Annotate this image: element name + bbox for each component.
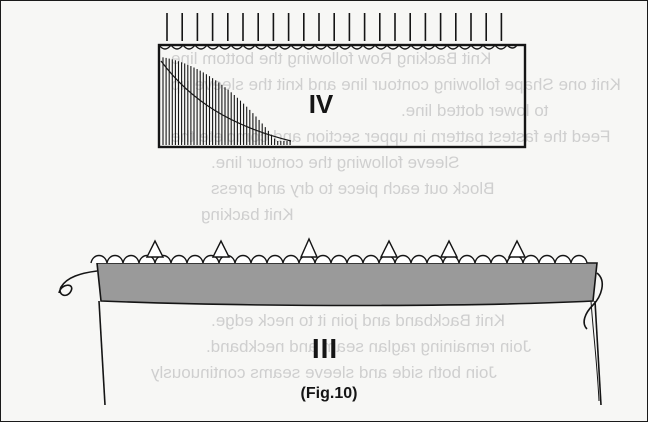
shaped-hatching	[162, 57, 291, 145]
hanging-thread-right	[594, 300, 602, 406]
lower-fabric-panel	[58, 237, 604, 406]
figure-caption: (Fig.10)	[300, 385, 358, 402]
yarn-end-left	[58, 270, 98, 297]
yarn-end-right	[583, 272, 604, 330]
fabric-band	[96, 262, 598, 307]
hanging-thread-right-2	[590, 300, 600, 402]
upper-fabric-panel	[157, 13, 527, 149]
upper-panel-label: IV	[308, 89, 334, 119]
lower-panel-label: III	[311, 333, 339, 364]
raised-points	[145, 237, 527, 258]
shaping-contour	[160, 60, 292, 142]
upper-panel-outline	[157, 43, 527, 149]
hanging-thread-left	[98, 300, 106, 406]
